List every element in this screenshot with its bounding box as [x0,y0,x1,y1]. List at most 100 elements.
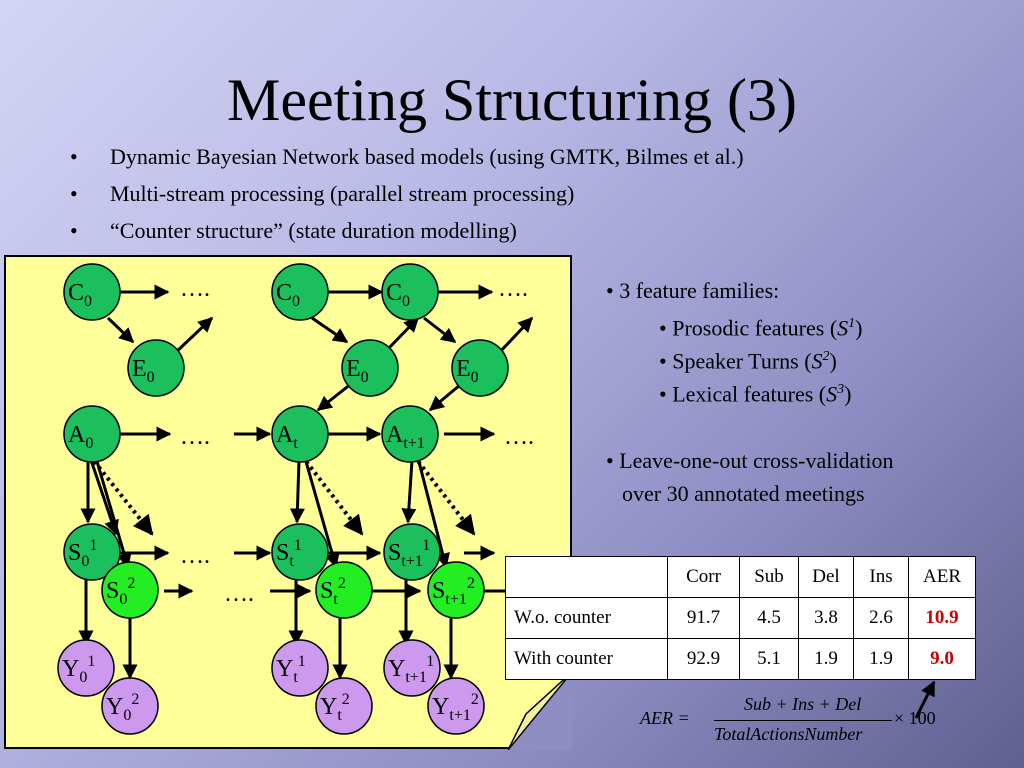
node-circle [63,523,121,581]
feature-prosodic: • Prosodic features (S1) [659,315,863,341]
node-label: C0 [68,280,92,310]
dbn-node-c0c: C0 [381,263,439,321]
ellipsis-labels: …. …. …. …. …. …. …. [180,276,534,607]
node-label: E0 [346,356,369,386]
formula-fraction-bar [714,720,892,721]
bullet-item: “Counter structure” (state duration mode… [70,216,744,253]
table-row-label: W.o. counter [505,597,668,639]
dbn-node-e0a: E0 [127,339,185,397]
node-label: C0 [276,280,300,310]
table-header-cell: AER [908,556,976,598]
slide-title: Meeting Structuring (3) [227,67,797,133]
table-header-cell [505,556,668,598]
node-label: At+1 [386,422,425,452]
node-circle [427,677,485,735]
feature-speaker-turns: • Speaker Turns (S2) [659,348,837,374]
bullet-item: Multi-stream processing (parallel stream… [70,179,744,216]
dbn-node-y0-1: Y01 [57,639,115,697]
node-circle [315,561,373,619]
dbn-node-s0-1: S01 [63,523,121,581]
table-header-row: Corr Sub Del Ins AER [505,556,976,598]
node-label: E0 [132,356,155,386]
dbn-node-s0-2: S02 [101,561,159,619]
aer-pointer [914,680,936,719]
node-circle [427,561,485,619]
formula-lhs: AER = [640,708,690,728]
dbn-node-e0b: E0 [341,339,399,397]
formula-numerator: Sub + Ins + Del [744,694,862,714]
node-label: Y01 [62,653,95,686]
node-circle [383,639,441,697]
dbn-node-c0b: C0 [271,263,329,321]
feature-lexical: • Lexical features (S3) [659,381,852,407]
node-circle [271,263,329,321]
table-cell-aer: 10.9 [908,597,976,639]
ellipsis-text: …. [180,424,210,450]
ellipsis-text: …. [180,543,210,569]
node-label: At [276,422,298,452]
table-cell: 2.6 [853,597,909,639]
table-header-cell: Corr [667,556,740,598]
dbn-node-st-1: St1 [271,523,329,581]
table-row-label: With counter [505,638,668,680]
table-cell: 3.8 [798,597,854,639]
node-circle [101,561,159,619]
ellipsis-text: …. [498,276,528,302]
dbn-node-at: At [271,405,329,463]
table-header-cell: Ins [853,556,909,598]
node-circle [381,405,439,463]
dbn-node-yt-2: Yt2 [315,677,373,735]
table-row: With counter 92.9 5.1 1.9 1.9 9.0 [505,638,976,680]
dbn-node-st-2: St2 [315,561,373,619]
node-circle [451,339,509,397]
dbn-node-y0-2: Y02 [101,677,159,735]
node-circle [63,405,121,463]
validation-line-1: • Leave-one-out cross-validation [606,448,894,473]
node-circle [57,639,115,697]
dbn-node-at1: At+1 [381,405,439,463]
node-label: C0 [386,280,410,310]
node-circle [271,523,329,581]
dbn-node-a0: A0 [63,405,121,463]
table-row: W.o. counter 91.7 4.5 3.8 2.6 10.9 [505,597,976,639]
ellipsis-text: …. [224,581,254,607]
table-cell: 5.1 [739,638,799,680]
dbn-node-st1-2: St+12 [427,561,485,619]
node-circle [381,263,439,321]
node-circle [271,639,329,697]
table-header-cell: Sub [739,556,799,598]
table-header-cell: Del [798,556,854,598]
node-label: Yt+11 [388,653,434,686]
node-label: St2 [320,575,346,608]
table-cell: 1.9 [798,638,854,680]
bullet-item: Dynamic Bayesian Network based models (u… [70,142,744,179]
dbn-node-yt1-2: Yt+12 [427,677,485,735]
table-cell: 91.7 [667,597,740,639]
dbn-node-yt1-1: Yt+11 [383,639,441,697]
page-curl-icon [508,672,572,750]
table-cell: 92.9 [667,638,740,680]
node-circle [315,677,373,735]
dbn-node-e0c: E0 [451,339,509,397]
formula-multiplier: × 100 [894,708,936,728]
node-circle [383,523,441,581]
features-heading: • 3 feature families: [606,278,780,303]
node-label: Yt1 [276,653,306,686]
node-label: Y02 [106,691,139,724]
ellipsis-text: …. [504,424,534,450]
node-label: Yt+12 [432,691,479,724]
dbn-node-c0a: C0 [63,263,121,321]
node-circle [127,339,185,397]
table-cell: 4.5 [739,597,799,639]
formula-denominator: TotalActionsNumber [714,724,863,744]
node-label: Yt2 [320,691,350,724]
table-cell-aer: 9.0 [908,638,976,680]
ellipsis-text: …. [180,276,210,302]
results-table: Corr Sub Del Ins AER W.o. counter 91.7 4… [505,556,976,680]
node-label: St+12 [432,575,475,608]
node-label: A0 [68,422,93,452]
node-circle [271,405,329,463]
node-label: St+11 [388,537,430,570]
node-label: S01 [68,537,97,570]
